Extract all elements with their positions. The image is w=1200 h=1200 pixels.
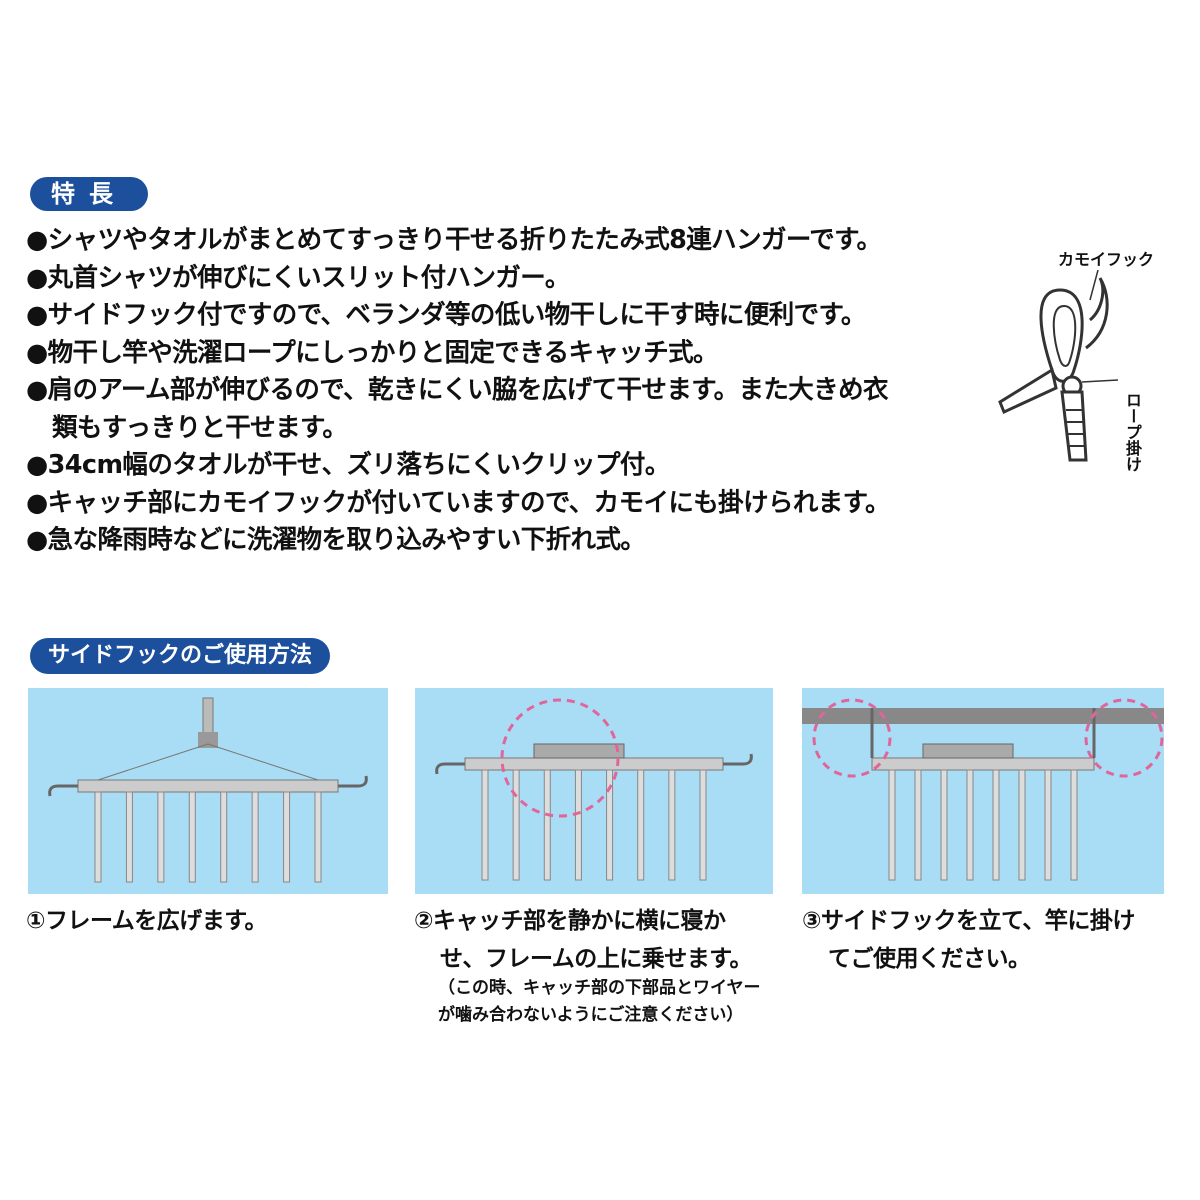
hanger-prong [512, 769, 520, 881]
highlight-circle [812, 698, 892, 778]
hanger-prong [1018, 769, 1026, 881]
step3-caption: ③サイドフックを立て、竿に掛けてご使用ください。 [802, 902, 1135, 978]
side-hook [723, 753, 753, 766]
hanger-prong [251, 791, 259, 883]
hanger-prong [1044, 769, 1052, 881]
hanger-prong [637, 769, 645, 881]
step3-image [802, 688, 1164, 894]
features-heading: 特長 [30, 177, 148, 211]
hanger-prong [1070, 769, 1078, 881]
frame [871, 757, 1095, 771]
hanger-prong [188, 791, 196, 883]
hanger-prong [94, 791, 102, 883]
feature-item: ●肩のアーム部が伸びるので、乾きにくい脇を広げて干せます。また大きめ衣類もすっき… [26, 372, 986, 447]
hanger-prong [481, 769, 489, 881]
step2-image [415, 688, 773, 894]
clip-illustration [998, 270, 1119, 462]
feature-list: ●シャツやタオルがまとめてすっきり干せる折りたたみ式8連ハンガーです。 ●丸首シ… [26, 222, 986, 560]
highlight-circle [500, 698, 620, 818]
step2-line1: ②キャッチ部を静かに横に寝か [414, 908, 726, 934]
hanger-prong [157, 791, 165, 883]
step2-line2: せ、フレームの上に乗せます。 [440, 946, 753, 972]
hanger-prong [940, 769, 948, 881]
hanger-prong [283, 791, 291, 883]
catch [533, 743, 625, 759]
step2-note: （この時、キャッチ部の下部品とワイヤーが噛み合わないようにご注意ください） [438, 975, 761, 1029]
feature-text-continued: 類もすっきりと干せます。 [52, 412, 348, 443]
step3-line2: てご使用ください。 [828, 946, 1031, 972]
hanger-prong [543, 769, 551, 881]
frame [77, 779, 339, 793]
hanger-prong [606, 769, 614, 881]
hanger-prong [125, 791, 133, 883]
feature-text: ●肩のアーム部が伸びるので、乾きにくい脇を広げて干せます。また大きめ衣 [26, 375, 888, 405]
wire [207, 743, 319, 781]
hanger-prong [992, 769, 1000, 881]
wire [97, 743, 209, 781]
hanger-prong [888, 769, 896, 881]
side-hook [48, 784, 78, 797]
hanger-prong [914, 769, 922, 881]
hanger-prong [574, 769, 582, 881]
hanger-prong [699, 769, 707, 881]
feature-item: ●キャッチ部にカモイフックが付いていますので、カモイにも掛けられます。 [26, 487, 891, 518]
step3-line1: ③サイドフックを立て、竿に掛け [802, 908, 1135, 934]
feature-item: ●物干し竿や洗濯ロープにしっかりと固定できるキャッチ式。 [26, 337, 719, 368]
highlight-circle [1084, 698, 1164, 778]
feature-item: ●シャツやタオルがまとめてすっきり干せる折りたたみ式8連ハンガーです。 [26, 225, 882, 255]
step2-caption: ②キャッチ部を静かに横に寝かせ、フレームの上に乗せます。 [414, 902, 753, 978]
step1-image [28, 688, 388, 894]
catch [922, 743, 1014, 759]
pole [802, 708, 1164, 724]
step1-caption: ①フレームを広げます。 [26, 908, 267, 934]
usage-heading: サイドフックのご使用方法 [30, 638, 331, 674]
kamoi-hook-label: カモイフック [1058, 250, 1155, 269]
feature-item: ●34cm幅のタオルが干せ、ズリ落ちにくいクリップ付。 [26, 450, 670, 480]
hanger-prong [314, 791, 322, 883]
rope-hook-label: ロープ掛け [1123, 392, 1142, 472]
feature-item: ●急な降雨時などに洗濯物を取り込みやすい下折れ式。 [26, 525, 646, 555]
hanger-prong [966, 769, 974, 881]
feature-item: ●丸首シャツが伸びにくいスリット付ハンガー。 [26, 262, 570, 293]
hanger-prong [668, 769, 676, 881]
side-hook [338, 775, 368, 788]
side-hook [435, 762, 465, 775]
catch-body [198, 732, 218, 748]
step2-note-line2: が噛み合わないようにご注意ください） [438, 1005, 744, 1025]
step2-note-line1: （この時、キャッチ部の下部品とワイヤー [438, 978, 761, 998]
feature-item: ●サイドフック付ですので、ベランダ等の低い物干しに干す時に便利です。 [26, 300, 866, 330]
hanger-prong [220, 791, 228, 883]
